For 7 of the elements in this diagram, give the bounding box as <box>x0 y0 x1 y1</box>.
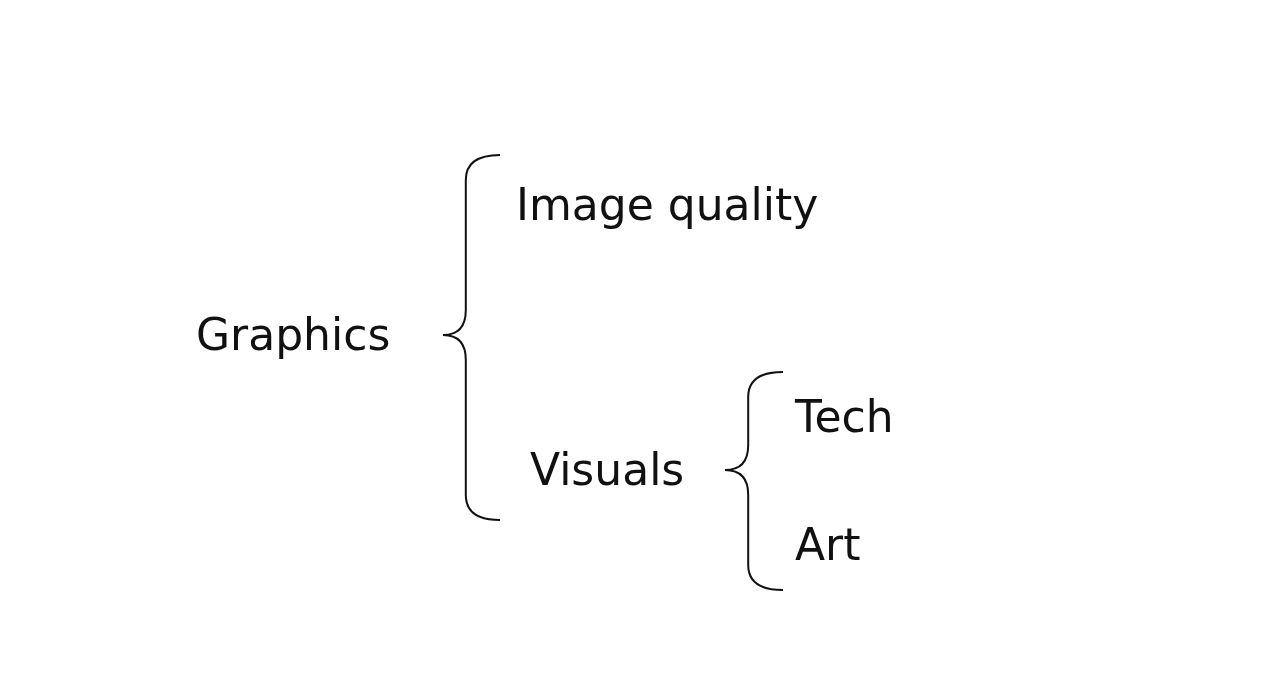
node-label: Image quality <box>516 180 819 230</box>
node-label: Art <box>795 520 861 570</box>
node-label: Graphics <box>196 310 391 360</box>
brace-line <box>724 469 784 591</box>
brace-line <box>442 334 501 521</box>
node-label: Tech <box>795 392 894 442</box>
node-label: Visuals <box>530 445 685 495</box>
